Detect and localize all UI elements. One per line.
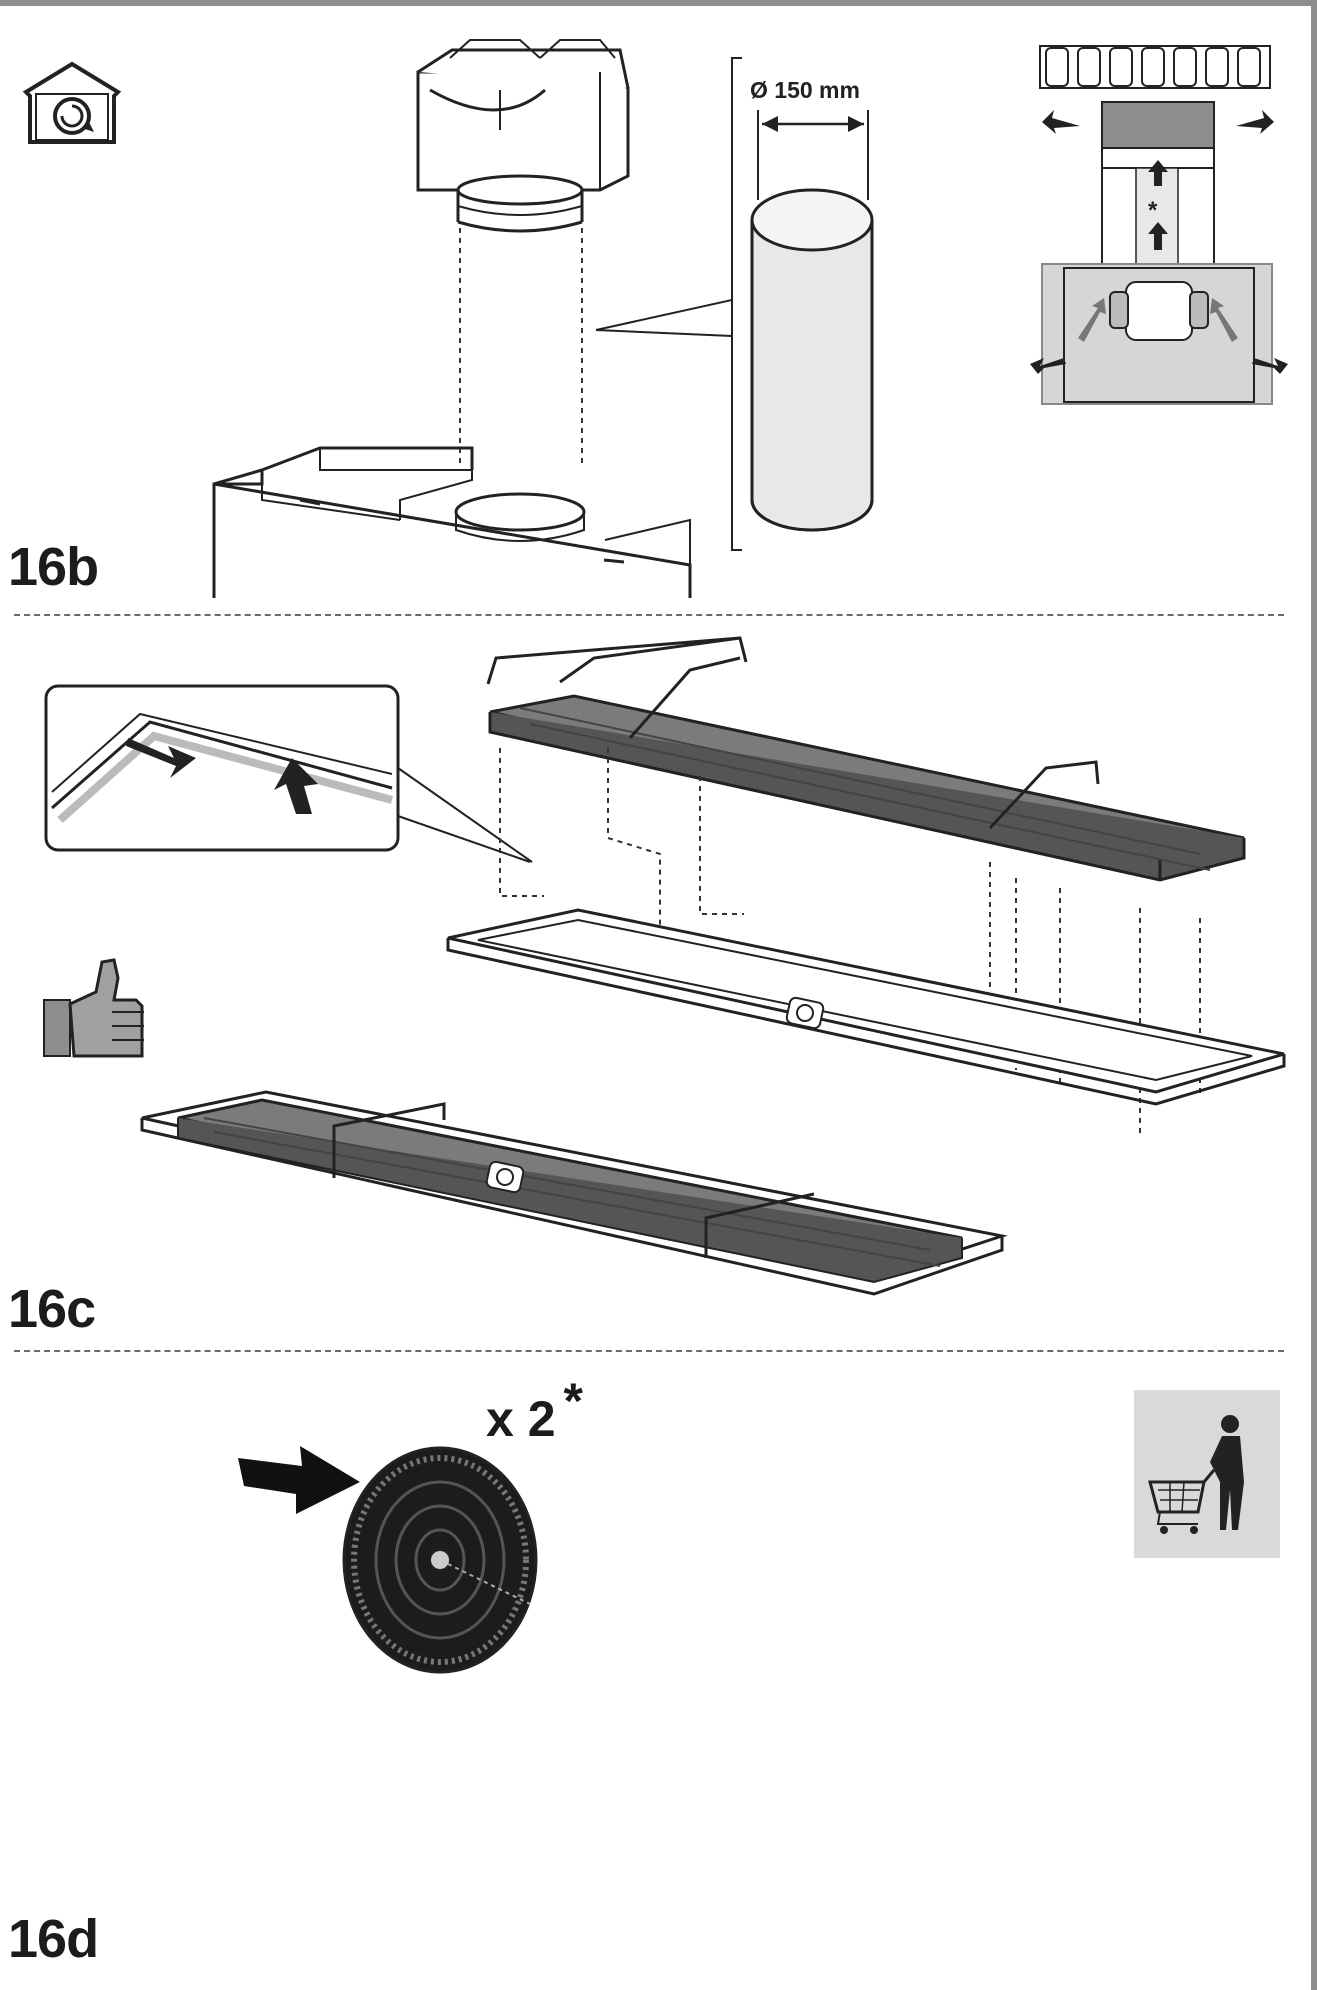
filter-frame <box>446 908 1286 1106</box>
section-divider <box>14 1350 1284 1352</box>
shopping-cart-person-icon <box>1134 1390 1280 1558</box>
push-arrow-left <box>238 1446 360 1514</box>
duct-installation-drawing: Ø 150 mm * <box>22 39 1288 598</box>
airflow-diagram: * <box>1030 45 1288 405</box>
installed-filter <box>140 1090 1008 1296</box>
step-label-16b: 16b <box>8 537 99 597</box>
charcoal-filter <box>486 636 1246 882</box>
panel-16b: Ø 150 mm * <box>0 0 1317 610</box>
step-label-16d: 16d <box>8 1909 99 1969</box>
quantity-note: x 2* <box>486 1376 583 1447</box>
detail-callout <box>44 684 533 863</box>
diameter-label: Ø 150 mm <box>750 77 860 103</box>
quantity-label: x 2 <box>486 1391 556 1447</box>
duct-adapter <box>416 39 630 233</box>
recirculation-house-icon <box>22 61 122 144</box>
diameter-dimension: Ø 150 mm <box>750 77 869 200</box>
carbon-filter-drawing <box>238 1390 1280 1674</box>
recirculation-mark: * <box>1148 197 1158 224</box>
carbon-filter-left <box>342 1446 538 1674</box>
section-divider <box>14 614 1284 616</box>
panel-16d: x 2* 16d <box>0 1354 1317 1990</box>
hood-top <box>212 446 692 598</box>
quantity-mark: * <box>563 1373 583 1429</box>
duct-cylinder <box>750 188 874 532</box>
panel-16c: 16c <box>0 618 1317 1348</box>
thumbs-up-icon <box>43 958 144 1058</box>
grease-filter-drawing <box>43 636 1286 1296</box>
step-label-16c: 16c <box>8 1279 96 1339</box>
